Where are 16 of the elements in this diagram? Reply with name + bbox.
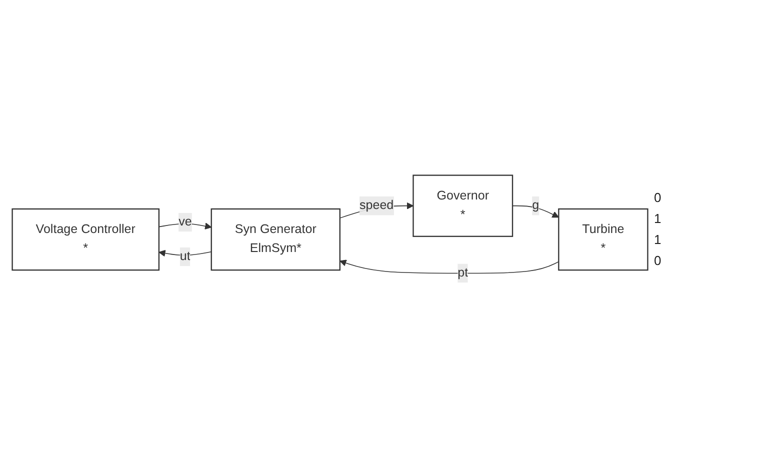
edge-label: speed: [359, 198, 394, 212]
port-number: 1: [654, 232, 662, 247]
edge-label: ve: [178, 215, 192, 229]
arrow: [512, 206, 559, 218]
port-number: 1: [654, 211, 662, 226]
edge-label: pt: [458, 266, 468, 280]
node-box: Turbine *: [558, 208, 648, 271]
arrow: [340, 260, 560, 274]
edge-label: g: [532, 198, 540, 212]
port-number: 0: [654, 253, 662, 268]
arrow: [158, 250, 212, 257]
node-box: Governor *: [412, 174, 514, 238]
node-box: Voltage Controller *: [12, 208, 160, 271]
node-box: Syn Generator ElmSym*: [210, 208, 340, 271]
port-number: 0: [654, 190, 662, 205]
edge-label: ut: [180, 250, 190, 264]
